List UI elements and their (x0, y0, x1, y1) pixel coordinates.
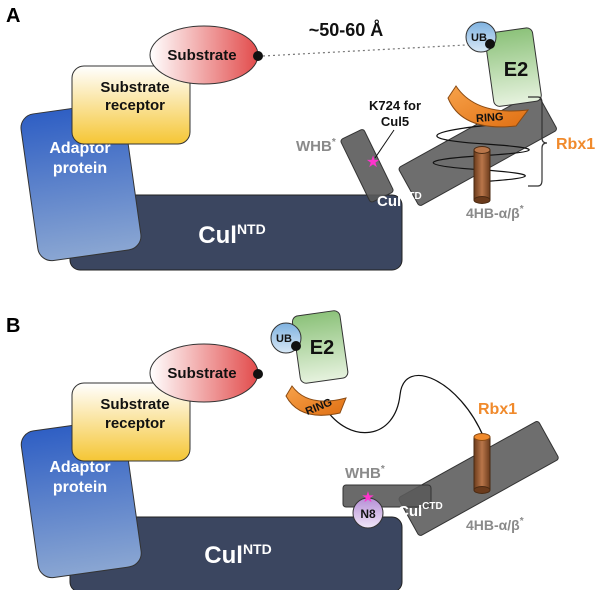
substrate-lysine-dot (253, 51, 263, 61)
cul-ctd-label: CulCTD (398, 501, 443, 520)
adaptor-label-line2: protein (53, 160, 107, 177)
k724-star-icon: ★ (366, 154, 380, 171)
rbx1-label: Rbx1 (478, 401, 517, 418)
k724-star-icon: ★ (361, 489, 374, 506)
substrate-receptor (71, 65, 191, 145)
receptor-label-line1: Substrate (100, 396, 169, 413)
rbx1-helix-cylinder (473, 146, 491, 204)
substrate-label: Substrate (167, 365, 236, 382)
distance-label: ~50-60 Å (309, 20, 384, 40)
ub-thioester-dot (485, 39, 495, 49)
n8-label: N8 (360, 507, 376, 521)
k724-pointer (374, 129, 395, 159)
rbx1-linker (324, 375, 485, 439)
whb-label: WHB* (345, 464, 385, 482)
adaptor-label-line1: Adaptor (49, 459, 110, 476)
cul-ctd-label: CulCTD (377, 191, 422, 210)
cul-ntd-label: CulNTD (198, 221, 265, 249)
panel-a: A CulNTD CulCTD Adaptor protein Substrat… (6, 5, 595, 271)
nedd8 (352, 497, 384, 529)
receptor-label-line1: Substrate (100, 79, 169, 96)
whb-label: WHB* (296, 137, 336, 155)
e2-enzyme (484, 27, 542, 107)
receptor-label-line2: receptor (105, 415, 165, 432)
ub-label: UB (276, 333, 292, 345)
rbx1-label: Rbx1 (556, 136, 595, 153)
ub-label: UB (471, 32, 487, 44)
rbx1-bracket (528, 96, 548, 187)
ring-domain (447, 85, 530, 128)
ub-thioester-dot (291, 341, 301, 351)
rbx1-helix-cylinder (473, 433, 491, 494)
receptor-label-line2: receptor (105, 97, 165, 114)
substrate-label: Substrate (167, 47, 236, 64)
k724-label-line1: K724 for (369, 98, 421, 113)
whb-domain (340, 129, 394, 203)
4hb-label: 4HB-α/β* (466, 204, 524, 221)
panel-a-letter: A (6, 5, 20, 27)
substrate-receptor (71, 382, 191, 462)
substrate-lysine-dot (253, 369, 263, 379)
distance-line (262, 43, 485, 57)
ring-label: RING (476, 111, 504, 125)
k724-label-line2: Cul5 (381, 114, 409, 129)
e2-label: E2 (310, 337, 334, 359)
4hb-label: 4HB-α/β* (466, 516, 524, 533)
panel-b: B CulNTD WHB* CulCTD N8 ★ Adaptor protei… (6, 310, 559, 590)
adaptor-label-line2: protein (53, 479, 107, 496)
e2-label: E2 (504, 59, 528, 81)
panel-b-letter: B (6, 315, 20, 337)
cul-ntd-label: CulNTD (204, 541, 271, 569)
ring-domain (285, 385, 347, 416)
